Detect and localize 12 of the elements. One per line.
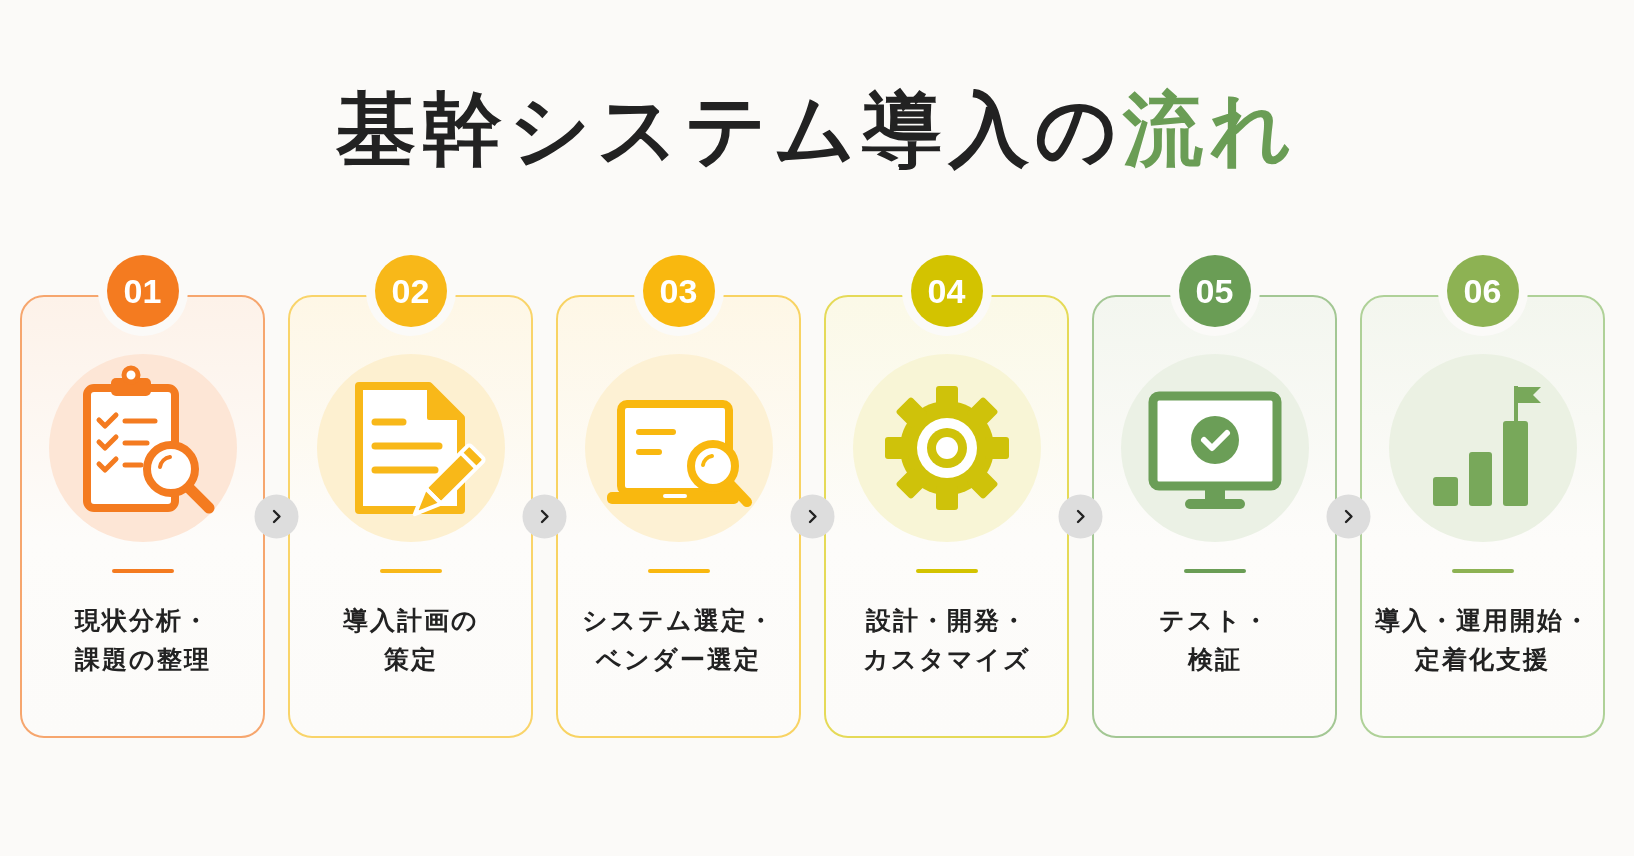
chevron-arrow — [1326, 494, 1371, 539]
step-label: システム選定・ベンダー選定 — [581, 605, 776, 676]
title: 基幹システム導入の流れ — [335, 86, 1299, 174]
chevron-arrow — [1058, 494, 1103, 539]
chevron-arrow — [522, 494, 567, 539]
chevron-arrow — [790, 494, 835, 539]
chevron-arrow — [254, 494, 299, 539]
step-label: 導入計画の策定 — [341, 605, 480, 676]
step-label: 現状分析・課題の整理 — [73, 605, 212, 676]
step-label: 導入・運用開始・定着化支援 — [1373, 605, 1592, 676]
step-label: 設計・開発・カスタマイズ — [861, 605, 1032, 676]
step-label: テスト・検証 — [1158, 605, 1271, 676]
